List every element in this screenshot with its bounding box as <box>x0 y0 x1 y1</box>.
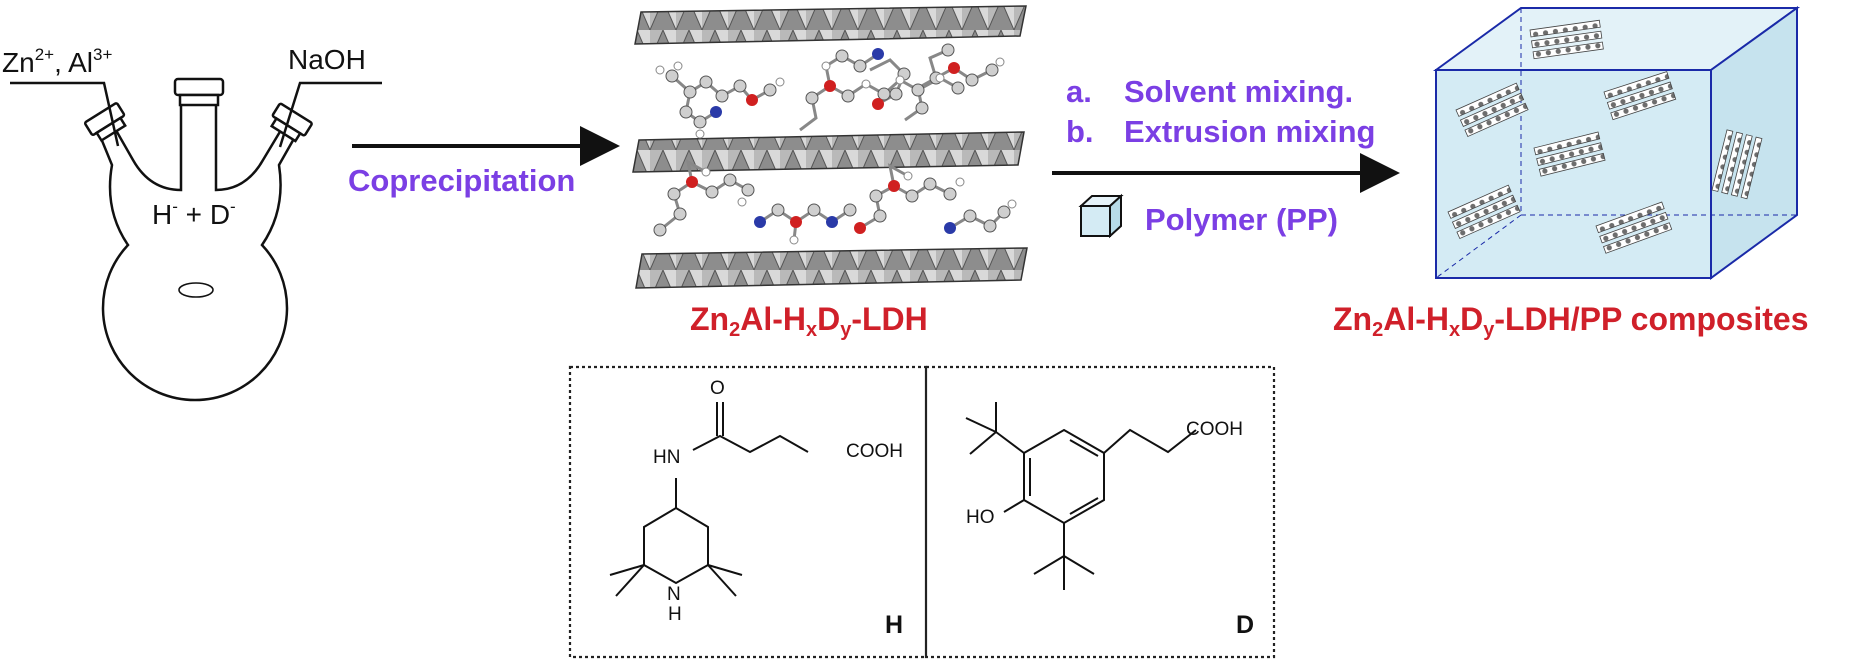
composite-name-part: D <box>1460 301 1484 337</box>
hals-molecule-structure <box>609 402 809 597</box>
ldh-name-part: D <box>817 301 841 337</box>
h-cooh-group: COOH <box>846 441 903 462</box>
antioxidant-molecule-structure <box>965 402 1197 590</box>
hals-symbol: H <box>152 199 173 230</box>
polymer-cube-icon <box>1078 193 1124 239</box>
composite-name-subscript: y <box>1483 319 1495 341</box>
h-amide-nh: HN <box>653 447 681 468</box>
ldh-layered-structure <box>632 5 1028 289</box>
d-hydroxyl-group: HO <box>966 507 995 528</box>
metal-ions-label: Zn2+, Al3+ <box>2 46 112 77</box>
composite-name-part: Al-H <box>1383 301 1449 337</box>
ldh-name-label: Zn2Al-HxDy-LDH <box>690 303 928 340</box>
composite-name-subscript: 2 <box>1372 319 1384 341</box>
molecule-boxes <box>568 365 1276 659</box>
ldh-name-part: -LDH <box>851 301 928 337</box>
hals-charge: - <box>172 197 178 216</box>
h-carbonyl-oxygen: O <box>710 378 725 399</box>
aluminium-charge: 3+ <box>93 45 113 64</box>
d-molecule-tag: D <box>1236 611 1255 639</box>
aluminium-symbol: , Al <box>54 47 93 78</box>
composite-name-part: Zn <box>1333 301 1373 337</box>
ldh-name-subscript: x <box>805 319 818 341</box>
composite-name-subscript: x <box>1448 319 1461 341</box>
polymer-label: Polymer (PP) <box>1145 202 1338 237</box>
h-ring-nitrogen: N <box>667 584 681 605</box>
composite-name-label: Zn2Al-HxDy-LDH/PP composites <box>1333 303 1808 340</box>
antioxidant-charge: - <box>230 197 236 216</box>
coprecipitation-label: Coprecipitation <box>348 163 576 198</box>
composite-name-part: -LDH/PP composites <box>1494 301 1809 337</box>
extrusion-mixing-label: Extrusion mixing <box>1124 114 1376 149</box>
h-molecule-tag: H <box>885 611 904 639</box>
antioxidant-symbol: + D <box>177 199 231 230</box>
ldh-name-part: Zn <box>690 301 730 337</box>
step-a-letter: a. <box>1066 74 1092 109</box>
ldh-name-part: Al-H <box>740 301 806 337</box>
d-cooh-group: COOH <box>1186 419 1243 440</box>
zinc-symbol: Zn <box>2 47 35 78</box>
composite-cube <box>1432 6 1801 280</box>
h-ring-hydrogen: H <box>668 604 682 625</box>
ldh-name-subscript: y <box>840 319 852 341</box>
zinc-charge: 2+ <box>34 45 55 64</box>
three-neck-flask <box>10 77 382 402</box>
solvent-mixing-label: Solvent mixing. <box>1124 74 1354 109</box>
step-b-letter: b. <box>1066 114 1094 149</box>
ldh-name-subscript: 2 <box>729 319 741 341</box>
flask-contents-label: H- + D- <box>152 198 236 229</box>
naoh-label: NaOH <box>288 44 366 75</box>
